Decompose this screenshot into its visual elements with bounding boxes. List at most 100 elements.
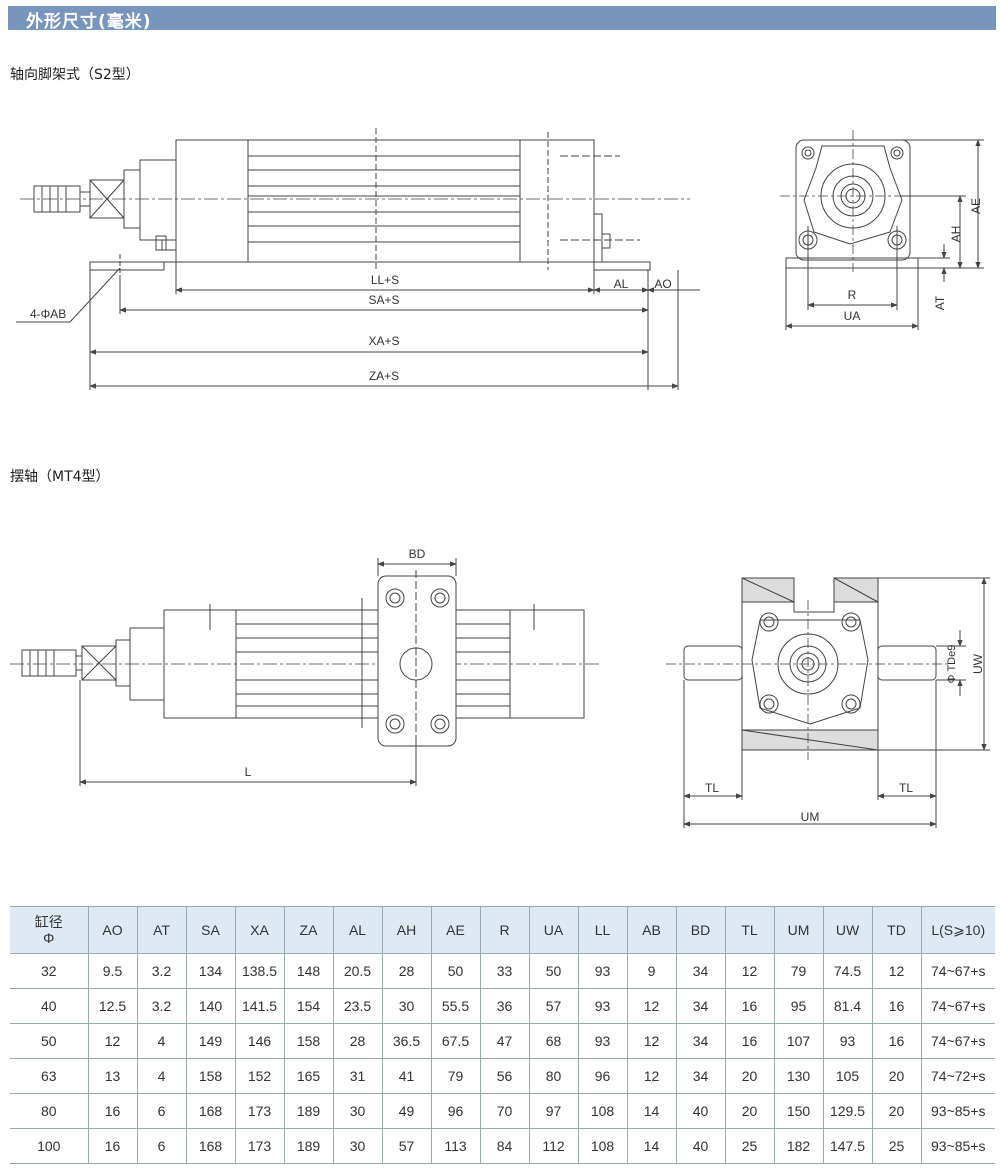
dim-td: Φ TDe9	[946, 645, 958, 684]
table-cell: 34	[675, 1058, 726, 1094]
header-al: AL	[332, 906, 383, 954]
header-sa: SA	[185, 906, 236, 954]
table-cell: 79	[773, 953, 824, 989]
table-cell: 49	[381, 1093, 432, 1129]
table-cell: 16	[871, 988, 922, 1024]
table-cell: 36	[479, 988, 530, 1024]
dim-ah: AH	[949, 226, 963, 243]
table-cell: 97	[528, 1093, 579, 1129]
table-cell: 33	[479, 953, 530, 989]
dim-sa: SA+S	[368, 293, 399, 307]
table-cell: 40	[675, 1128, 726, 1164]
dim-tl-left: TL	[705, 781, 719, 795]
table-cell: 16	[87, 1128, 138, 1164]
table-cell: 107	[773, 1023, 824, 1059]
table-cell: 57	[528, 988, 579, 1024]
table-cell: 67.5	[430, 1023, 481, 1059]
table-cell: 20	[724, 1058, 775, 1094]
table-cell: 30	[332, 1093, 383, 1129]
table-cell: 138.5	[234, 953, 285, 989]
header-ah: AH	[381, 906, 432, 954]
header-uw: UW	[822, 906, 873, 954]
table-cell: 152	[234, 1058, 285, 1094]
table-cell: 189	[283, 1093, 334, 1129]
table-cell: 93	[577, 953, 628, 989]
table-cell: 16	[871, 1023, 922, 1059]
header-ll: LL	[577, 906, 628, 954]
table-cell: 20.5	[332, 953, 383, 989]
section-title-s2: 轴向脚架式（S2型）	[10, 67, 140, 83]
header-um: UM	[773, 906, 824, 954]
trunnion-block	[377, 575, 457, 747]
table-cell: 68	[528, 1023, 579, 1059]
header-xa: XA	[234, 906, 285, 954]
table-cell: 25	[724, 1128, 775, 1164]
table-cell: 41	[381, 1058, 432, 1094]
header-ua: UA	[528, 906, 579, 954]
dim-ll: LL+S	[371, 273, 399, 287]
header-bar: 外形尺寸(毫米)	[8, 6, 996, 32]
table-cell: 30	[332, 1128, 383, 1164]
table-cell: 50	[430, 953, 481, 989]
s2-end-view	[780, 130, 984, 330]
table-cell: 63	[10, 1058, 89, 1094]
table-cell: 50	[528, 953, 579, 989]
table-cell: 12	[87, 1023, 138, 1059]
table-cell: 100	[10, 1128, 89, 1164]
table-cell: 34	[675, 1023, 726, 1059]
table-cell: 28	[381, 953, 432, 989]
table-cell: 20	[724, 1093, 775, 1129]
header-r: R	[479, 906, 530, 954]
table-cell: 57	[381, 1128, 432, 1164]
table-cell: 108	[577, 1093, 628, 1129]
dim-ae: AE	[969, 198, 983, 214]
s2-side-view	[16, 128, 700, 390]
table-cell: 12	[626, 988, 677, 1024]
header-ao: AO	[87, 906, 138, 954]
table-cell: 40	[675, 1093, 726, 1129]
table-cell: 32	[10, 953, 89, 989]
header-ae: AE	[430, 906, 481, 954]
table-cell: 55.5	[430, 988, 481, 1024]
table-cell: 74.5	[822, 953, 873, 989]
table-cell: 20	[871, 1058, 922, 1094]
table-cell: 146	[234, 1023, 285, 1059]
table-cell: 12.5	[87, 988, 138, 1024]
dim-al: AL	[614, 277, 629, 291]
table-cell: 4	[136, 1023, 187, 1059]
table-cell: 105	[822, 1058, 873, 1094]
table-cell: 12	[626, 1058, 677, 1094]
dim-uw: UW	[971, 653, 985, 674]
dim-r: R	[848, 288, 857, 302]
section-title-mt4: 摆轴（MT4型）	[10, 469, 110, 485]
table-cell: 168	[185, 1093, 236, 1129]
table-cell: 168	[185, 1128, 236, 1164]
table-cell: 108	[577, 1128, 628, 1164]
table-cell: 23.5	[332, 988, 383, 1024]
table-cell: 93~85+s	[920, 1128, 995, 1164]
table-cell: 112	[528, 1128, 579, 1164]
header-za: ZA	[283, 906, 334, 954]
table-cell: 149	[185, 1023, 236, 1059]
table-cell: 13	[87, 1058, 138, 1094]
table-cell: 154	[283, 988, 334, 1024]
table-cell: 30	[381, 988, 432, 1024]
table-cell: 93	[577, 988, 628, 1024]
table-cell: 148	[283, 953, 334, 989]
table-cell: 9	[626, 953, 677, 989]
table-cell: 74~67+s	[920, 953, 995, 989]
header-td: TD	[871, 906, 922, 954]
table-cell: 14	[626, 1128, 677, 1164]
table-cell: 50	[10, 1023, 89, 1059]
table-cell: 93	[822, 1023, 873, 1059]
table-cell: 173	[234, 1093, 285, 1129]
table-cell: 12	[626, 1023, 677, 1059]
header-tl: TL	[724, 906, 775, 954]
header-l: L(S⩾10)	[920, 906, 995, 954]
table-cell: 34	[675, 988, 726, 1024]
